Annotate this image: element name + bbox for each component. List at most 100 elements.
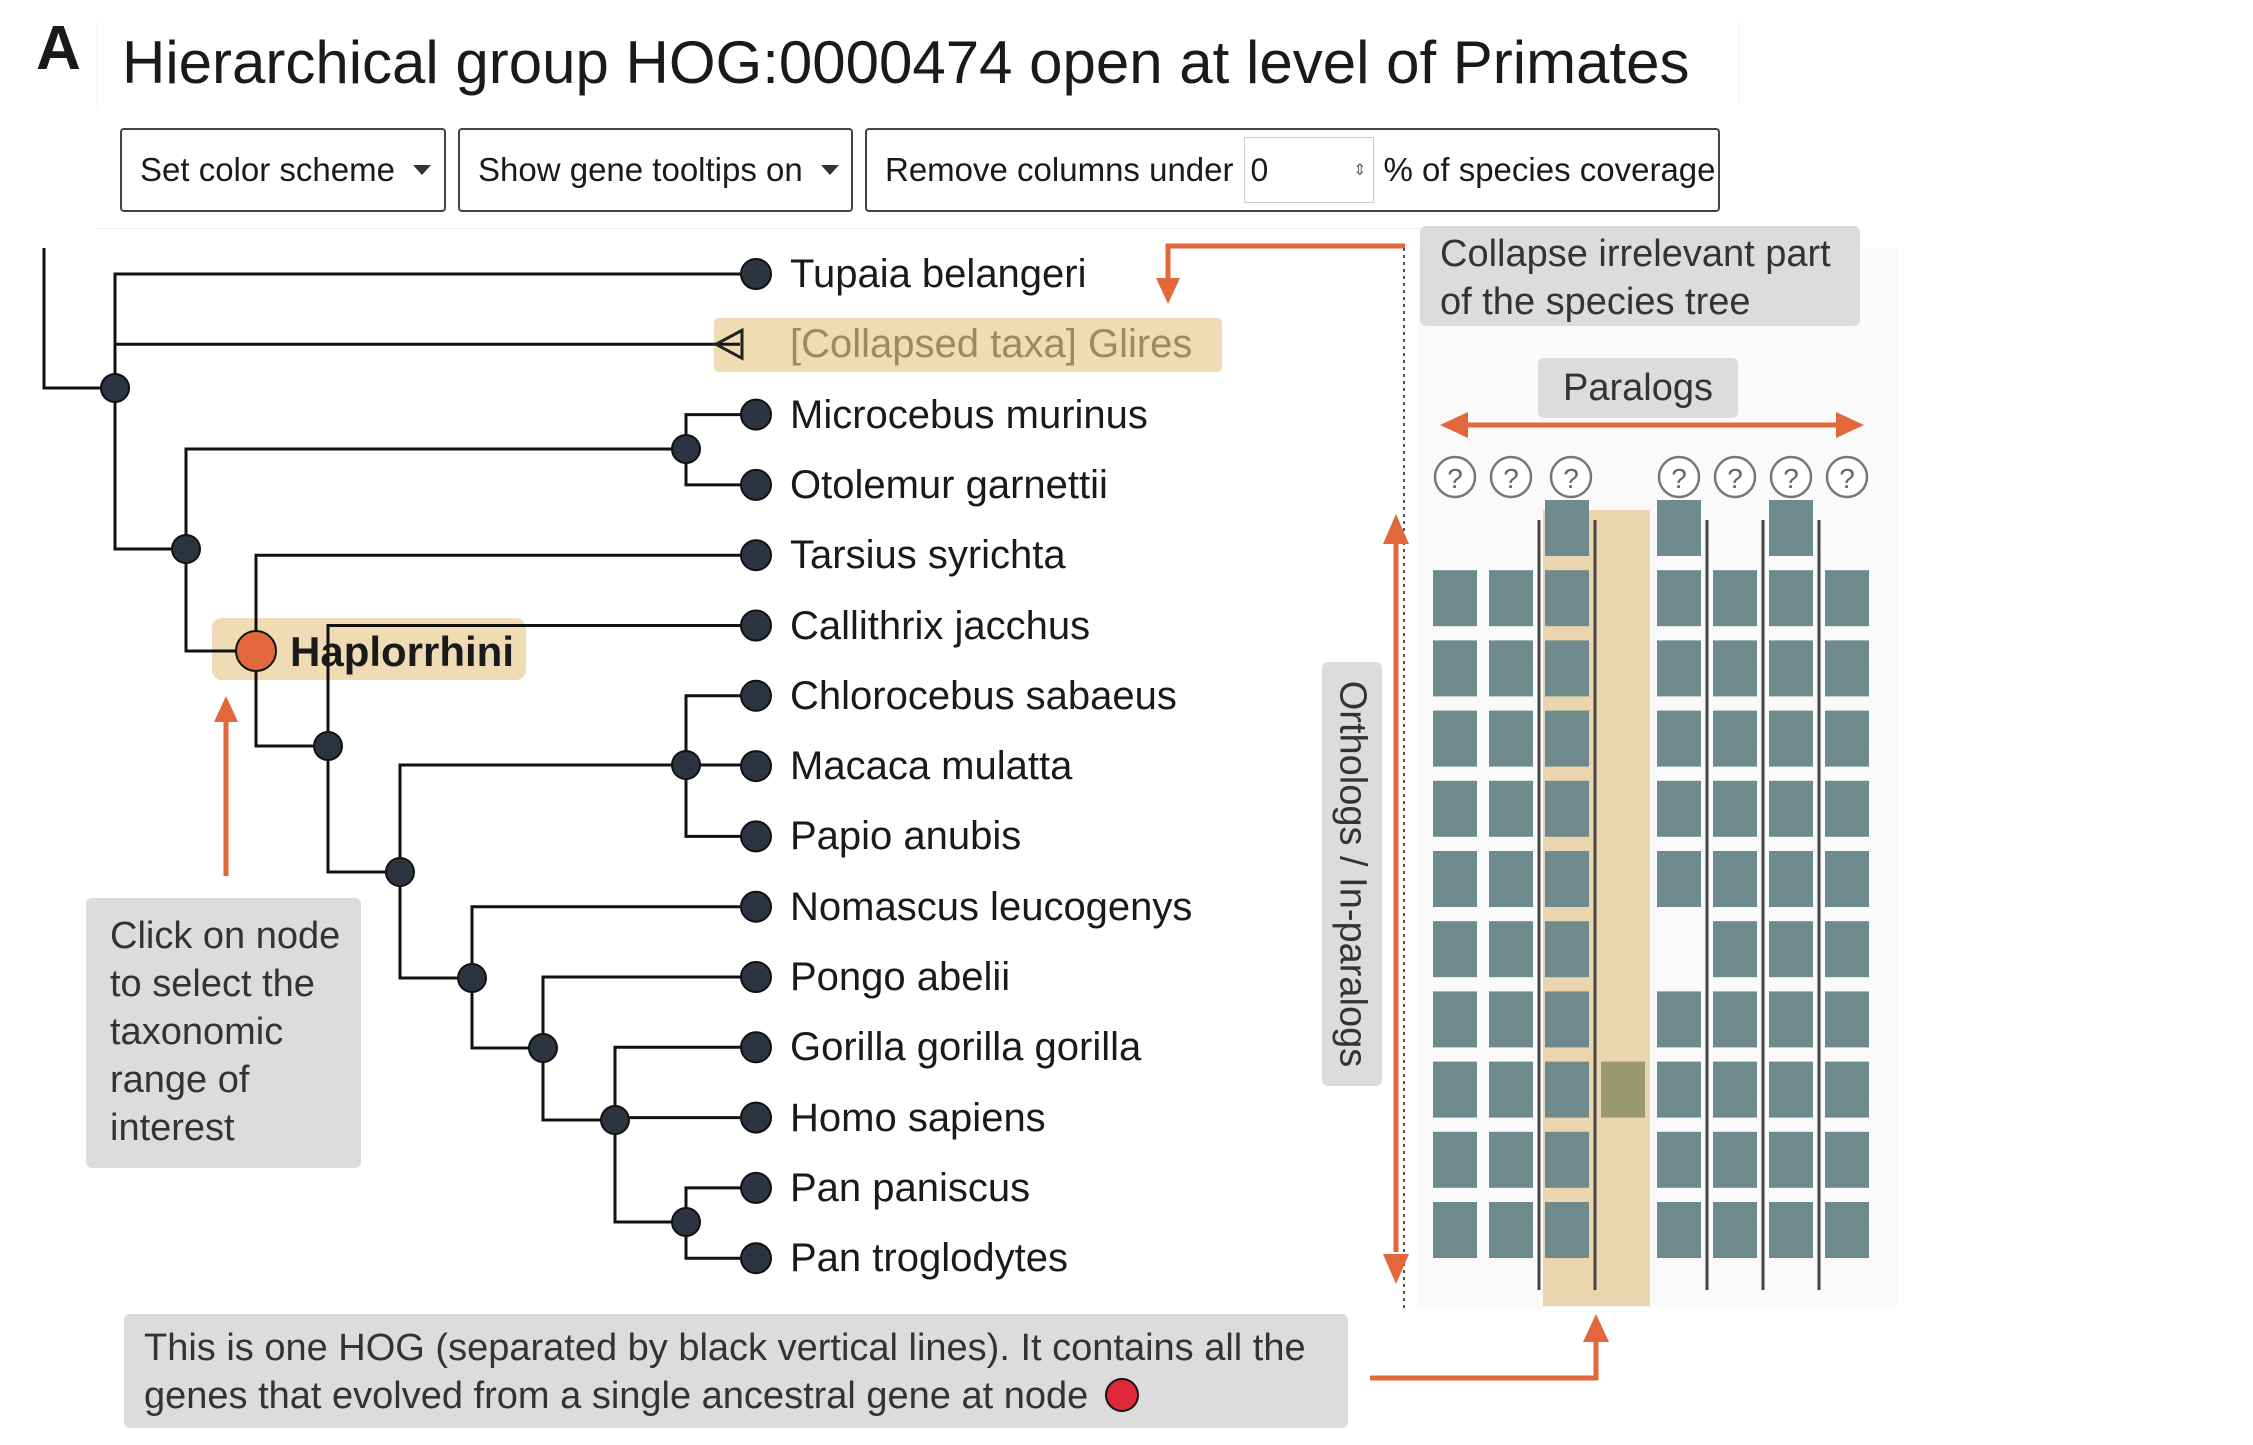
help-icon-text: ? [1839, 463, 1855, 494]
tree-branch [684, 765, 756, 838]
gene-cell [1657, 500, 1701, 556]
species-label[interactable]: Tarsius syrichta [790, 533, 1066, 578]
species-label[interactable]: Pan paniscus [790, 1165, 1031, 1210]
gene-cell [1657, 851, 1701, 907]
tree-branch [326, 746, 400, 874]
gene-cell [1713, 991, 1757, 1048]
gene-cell [1769, 1131, 1813, 1188]
leaf-node [740, 609, 772, 642]
gene-cell [1769, 640, 1813, 697]
tree-node [100, 373, 130, 403]
tree-node [671, 434, 701, 464]
gene-cell [1489, 1131, 1533, 1188]
chevron-down-icon [820, 165, 839, 175]
gene-cell [1489, 710, 1533, 767]
gene-cell [1433, 640, 1477, 697]
arrow-head-icon [1383, 1254, 1409, 1284]
gene-cell [1769, 570, 1813, 627]
gene-cell [1489, 570, 1533, 627]
gene-cell [1769, 851, 1813, 907]
gene-cell [1769, 1061, 1813, 1118]
hog-note-text: This is one HOG (separated by black vert… [144, 1327, 1306, 1417]
gene-cell [1545, 640, 1589, 697]
tree-branch [684, 694, 756, 765]
color-scheme-dropdown[interactable]: Set color scheme [120, 128, 446, 212]
gene-cell [1713, 780, 1757, 837]
gene-cell [1713, 1202, 1757, 1258]
gene-cell [1657, 1131, 1701, 1188]
arrow-head-icon [1383, 514, 1409, 544]
species-label[interactable]: Pongo abelii [790, 955, 1011, 999]
species-label[interactable]: Nomascus leucogenys [790, 884, 1193, 929]
gene-cell [1489, 1061, 1533, 1118]
tree-branch [254, 553, 756, 651]
leaf-node [740, 961, 772, 993]
gene-cell [1825, 1131, 1869, 1188]
leaf-node [740, 258, 772, 290]
gene-cell [1713, 710, 1757, 767]
tree-node [671, 1207, 701, 1237]
coverage-filter-input[interactable]: 0 ⇕ [1243, 137, 1374, 203]
leaf-node [740, 398, 772, 431]
gene-cell [1489, 921, 1533, 978]
species-label[interactable]: Homo sapiens [790, 1095, 1046, 1140]
leaf-node [740, 468, 772, 501]
selected-tree-node [235, 630, 277, 672]
gene-cell [1825, 570, 1869, 627]
gene-cell [1601, 1061, 1645, 1118]
tree-node [671, 750, 701, 780]
help-icon [1825, 455, 1869, 499]
tree-branch [541, 975, 756, 1048]
species-label[interactable]: Callithrix jacchus [790, 603, 1091, 648]
species-label[interactable]: Macaca mulatta [790, 744, 1073, 789]
tree-node [600, 1105, 630, 1135]
collapsed-taxa-label[interactable]: [Collapsed taxa] Glires [790, 322, 1193, 367]
orthologs-callout: Orthologs / In-paralogs [1322, 662, 1382, 1086]
species-label[interactable]: Chlorocebus sabaeus [790, 673, 1177, 718]
leaf-node [740, 1171, 772, 1204]
species-label[interactable]: Gorilla gorilla gorilla [790, 1025, 1142, 1070]
species-label[interactable]: Tupaia belangeri [790, 252, 1087, 296]
gene-cell [1713, 1061, 1757, 1118]
gene-cell [1713, 1131, 1757, 1188]
red-node-icon [1104, 1378, 1139, 1412]
collapsed-triangle-icon [712, 327, 744, 361]
tree-branch [541, 1048, 615, 1122]
arrow-head-icon [1836, 412, 1864, 438]
gene-cell [1433, 851, 1477, 907]
chevron-down-icon [412, 165, 431, 175]
gene-cell [1657, 710, 1701, 767]
gene-cell [1489, 1202, 1533, 1258]
leaf-node [740, 1031, 772, 1064]
arrow-head-icon [1583, 1314, 1609, 1342]
species-label[interactable]: Papio anubis [790, 814, 1022, 859]
gene-tooltips-dropdown[interactable]: Show gene tooltips on [458, 128, 853, 212]
help-icon [1769, 455, 1813, 499]
help-icon-text: ? [1447, 463, 1463, 494]
color-scheme-label: Set color scheme [140, 151, 395, 188]
gene-cell [1489, 780, 1533, 837]
gene-cell [1657, 640, 1701, 697]
leaf-node [740, 820, 772, 853]
species-label[interactable]: Pan troglodytes [790, 1236, 1068, 1281]
selected-node-label: Haplorrhini [290, 628, 515, 675]
gene-cell [1825, 921, 1869, 978]
tree-node [528, 1033, 558, 1063]
arrow-head-icon [1156, 278, 1180, 304]
gene-cell [1825, 851, 1869, 907]
species-label[interactable]: Microcebus murinus [790, 392, 1148, 437]
gene-cell [1545, 921, 1589, 978]
coverage-filter: Remove columns under 0 ⇕ % of species co… [865, 128, 1720, 212]
spinner-icon[interactable]: ⇕ [1353, 162, 1367, 179]
help-icon-text: ? [1503, 463, 1519, 494]
tree-node [385, 857, 415, 887]
gene-cell [1545, 500, 1589, 556]
gene-cell [1713, 921, 1757, 978]
gene-cell [1657, 570, 1701, 627]
help-icon-text: ? [1727, 463, 1743, 494]
help-icon [1657, 455, 1701, 499]
leaf-node [740, 1101, 772, 1134]
gene-cell [1433, 710, 1477, 767]
gene-cell [1713, 640, 1757, 697]
species-label[interactable]: Otolemur garnettii [790, 462, 1108, 507]
